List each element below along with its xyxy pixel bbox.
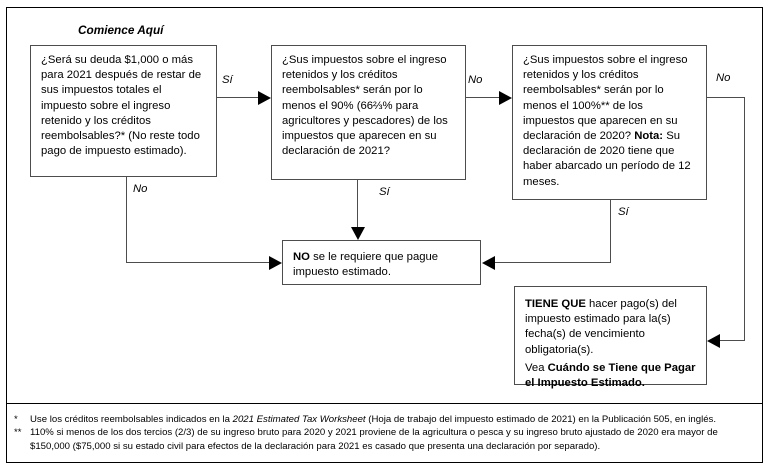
question-box-3: ¿Sus impuestos sobre el ingreso retenido… (512, 45, 707, 200)
edge-q1-no-arrow (269, 256, 282, 270)
edge-q2-no-arrow (499, 91, 512, 105)
edge-q1-no-hline (126, 262, 270, 263)
footnotes: * Use los créditos reembolsables indicad… (14, 413, 759, 453)
result-no-text: se le requiere que pague impuesto estima… (293, 251, 439, 279)
edge-label-q1-no: No (133, 183, 148, 196)
edge-q3-no-vline (744, 97, 745, 340)
edge-q1-yes-arrow (258, 91, 271, 105)
result-box-no-estimated-tax: NO se le requiere que pague impuesto est… (282, 240, 481, 285)
edge-q3-yes-vline (610, 200, 611, 262)
edge-q3-no-arrow (707, 334, 720, 348)
edge-label-q3-no: No (716, 72, 731, 85)
result-must-text: hacer pago(s) del impuesto estimado para… (525, 298, 677, 356)
result-must-see-link: Cuándo se Tiene que Pagar el Impuesto Es… (525, 361, 696, 390)
footnote-2-mark: ** (14, 427, 22, 439)
question-box-1: ¿Será su deuda $1,000 o más para 2021 de… (30, 45, 217, 177)
result-box-must-pay: TIENE QUE hacer pago(s) del impuesto est… (514, 286, 707, 389)
footnote-1-mark: * (14, 414, 18, 425)
edge-label-q2-yes: Sí (379, 186, 390, 199)
edge-label-q3-yes: Sí (618, 206, 629, 219)
question-box-3-note-label: Nota: (634, 130, 664, 143)
question-box-2-text: ¿Sus impuestos sobre el ingreso retenido… (282, 54, 448, 158)
diagram-frame (6, 7, 763, 463)
edge-q2-no-line (466, 97, 501, 98)
result-must-strong: TIENE QUE (525, 298, 586, 310)
footnote-divider (7, 403, 763, 404)
question-box-3-text: ¿Sus impuestos sobre el ingreso retenido… (523, 54, 688, 143)
edge-q3-yes-hline (495, 262, 611, 263)
edge-q2-yes-arrow (351, 227, 365, 240)
result-no-strong: NO (293, 251, 310, 263)
edge-q1-no-vline (126, 177, 127, 263)
edge-q3-no-hline-top (707, 97, 745, 98)
edge-label-q1-yes: Sí (222, 74, 233, 87)
question-box-3-note-text: Su declaración de 2020 tiene que haber a… (523, 130, 691, 188)
footnote-1-italic: 2021 Estimated Tax Worksheet (232, 414, 366, 425)
edge-q2-yes-vline (357, 180, 358, 228)
footnote-row-1: * Use los créditos reembolsables indicad… (14, 413, 759, 426)
question-box-2: ¿Sus impuestos sobre el ingreso retenido… (271, 45, 466, 180)
footnote-row-2: ** 110% si menos de los dos tercios (2/3… (14, 426, 759, 453)
footnote-1-text: Use los créditos reembolsables indicados… (30, 413, 759, 426)
footnote-2-text: 110% si menos de los dos tercios (2/3) d… (30, 427, 718, 452)
edge-q3-yes-arrow (482, 256, 495, 270)
start-here-title: Comience Aquí (78, 23, 164, 37)
footnote-1-post: (Hoja de trabajo del impuesto estimado d… (365, 414, 717, 425)
edge-q3-no-hline-bottom (720, 340, 745, 341)
edge-label-q2-no: No (468, 74, 483, 87)
edge-q1-yes-line (217, 97, 259, 98)
result-must-see-prefix: Vea (525, 361, 548, 374)
question-box-1-text: ¿Será su deuda $1,000 o más para 2021 de… (41, 54, 202, 158)
footnote-1-pre: Use los créditos reembolsables indicados… (30, 414, 233, 425)
